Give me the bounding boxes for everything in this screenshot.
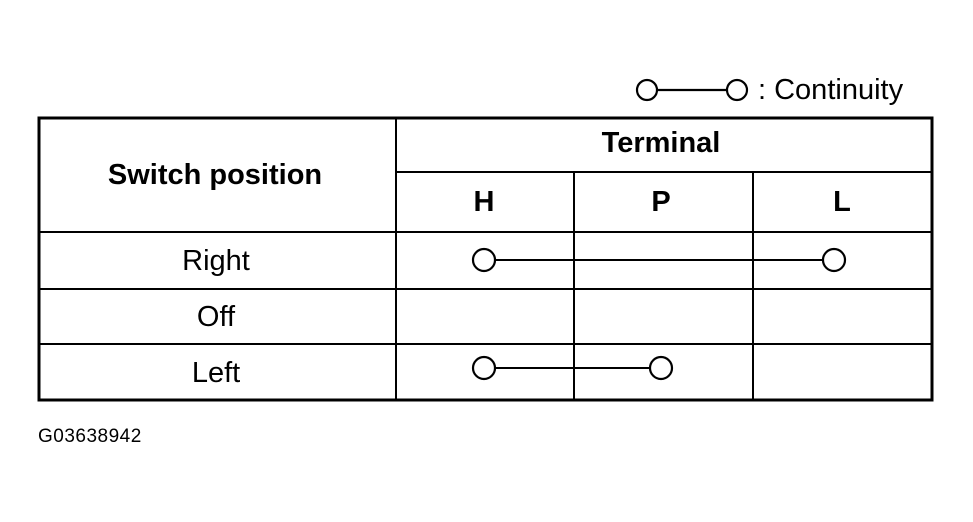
row-label-left: Left (192, 357, 240, 389)
legend-label: : Continuity (758, 73, 904, 106)
continuity-legend: : Continuity (634, 72, 903, 108)
continuity-marks (471, 247, 847, 381)
figure-code: G03638942 (38, 426, 142, 447)
continuity-symbol-icon (635, 78, 749, 102)
continuity-dot-right-h (471, 247, 497, 273)
terminal-p-header: P (651, 186, 670, 218)
terminal-l-header: L (833, 186, 851, 218)
row-label-right: Right (182, 245, 250, 277)
terminal-h-header: H (474, 186, 495, 218)
switch-position-header: Switch position (108, 159, 322, 191)
continuity-dot-right-l (821, 247, 847, 273)
row-label-off: Off (197, 301, 236, 333)
continuity-dot-left-p (648, 355, 674, 381)
continuity-dot-left-h (471, 355, 497, 381)
terminal-header: Terminal (602, 127, 721, 159)
table-border (37, 116, 934, 402)
